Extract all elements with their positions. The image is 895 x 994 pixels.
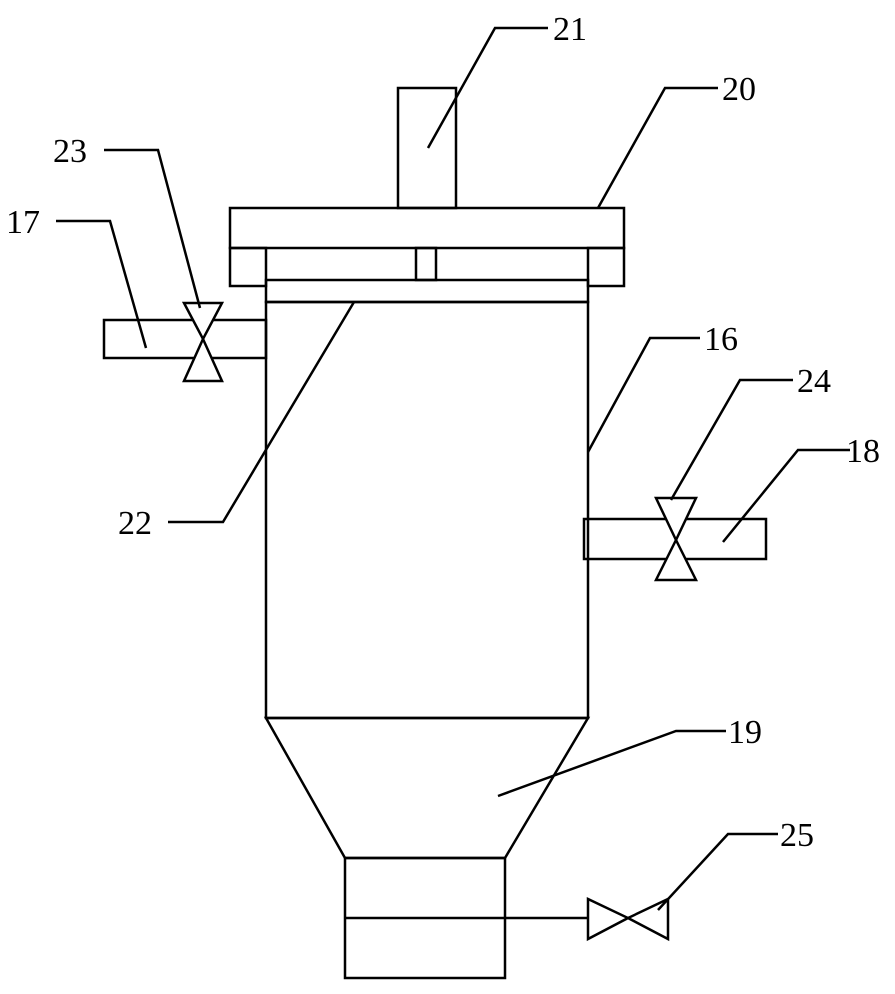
leader-17 [56,219,148,349]
inlet-pipe [102,318,268,360]
valve-24-icon [653,496,699,582]
lid-block-right [586,246,626,288]
ref-label-19: 19 [728,714,762,751]
shaft-coupling [414,246,438,282]
leader-21 [426,26,548,149]
ref-label-25: 25 [780,817,814,854]
valve-23-icon [181,301,225,383]
leader-20 [596,86,718,209]
leader-19 [497,729,726,798]
conical-bottom [263,716,591,860]
leader-24 [669,378,793,501]
ref-label-23: 23 [53,133,87,170]
ref-label-20: 20 [722,71,756,108]
leader-25 [657,832,778,911]
ref-label-22: 22 [118,505,152,542]
top-shaft [396,86,458,210]
ref-label-21: 21 [553,11,587,48]
lid-block-left [228,246,268,288]
lid-plate [228,206,626,250]
valve-25-icon [586,897,670,942]
vessel-body [264,300,590,720]
leader-23 [104,148,202,309]
leader-18 [722,448,850,543]
leader-22 [168,301,356,524]
leader-16 [586,336,700,453]
filter-plate [264,278,590,304]
ref-label-18: 18 [846,433,880,470]
ref-label-16: 16 [704,321,738,358]
ref-label-17: 17 [6,204,40,241]
ref-label-24: 24 [797,363,831,400]
